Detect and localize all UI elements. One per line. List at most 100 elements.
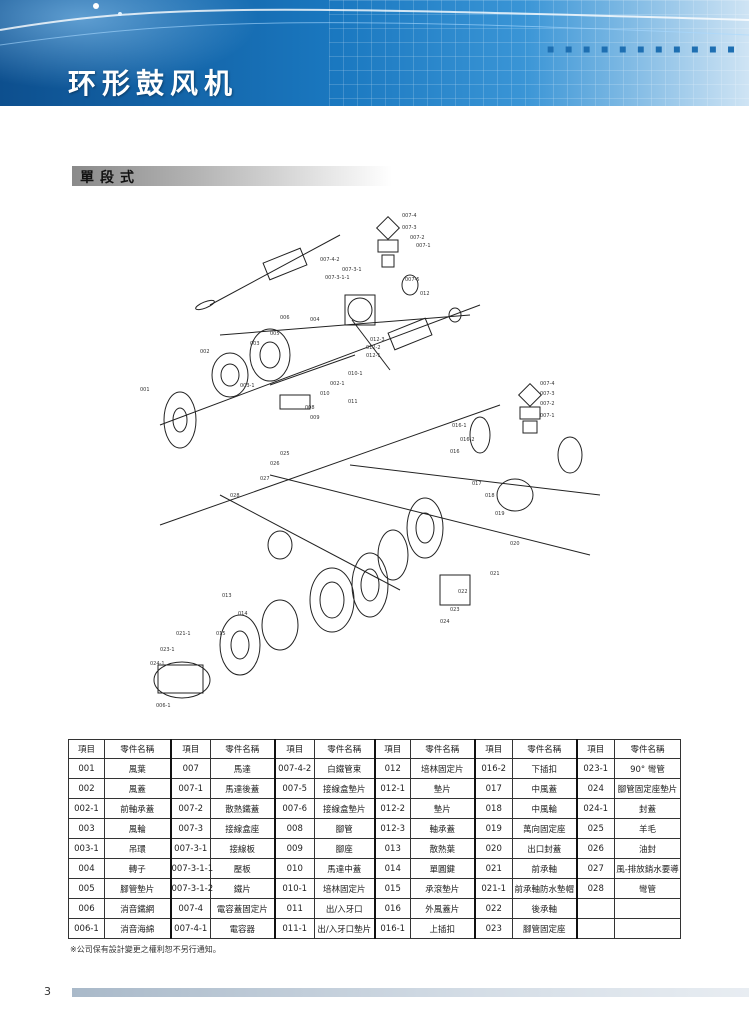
part-number-cell: 007-6 <box>273 798 315 819</box>
part-number-cell: 007-4 <box>169 898 211 919</box>
part-name-cell: 後承軸 <box>512 898 577 919</box>
lower-part-callout: 016-2 <box>460 437 475 443</box>
header-banner: ■ ■ ■ ■ ■ ■ ■ ■ ■ ■ ■ 环形鼓风机 <box>0 0 749 106</box>
part-name-cell: 散熱葉 <box>410 838 475 859</box>
upper-part-callout: 012-1 <box>366 353 381 359</box>
upper-part-callout: 002 <box>200 349 210 355</box>
lower-part-callout: 016 <box>450 449 460 455</box>
part-name-cell: 封蓋 <box>614 798 681 819</box>
part-name-cell: 腳管 <box>314 818 375 839</box>
part-name-cell: 馬達中蓋 <box>314 858 375 879</box>
part-number-cell: 015 <box>373 878 411 899</box>
part-number-cell: 024-1 <box>575 798 615 819</box>
lower-part-callout: 020 <box>510 541 520 547</box>
upper-part-callout: 007-3-1 <box>342 267 362 273</box>
part-number-cell: 021 <box>473 858 513 879</box>
part-name-cell <box>614 918 681 939</box>
upper-part-callout: 012-2 <box>366 345 381 351</box>
table-header-cell: 項目 <box>373 739 411 759</box>
part-number-cell <box>575 918 615 939</box>
part-name-cell: 接線盒座 <box>210 818 275 839</box>
lower-part-callout: 025 <box>280 451 290 457</box>
part-number-cell: 003 <box>68 818 105 839</box>
part-number-cell: 007-1 <box>169 778 211 799</box>
part-name-cell: 接線盒墊片 <box>314 798 375 819</box>
part-number-cell: 025 <box>575 818 615 839</box>
lower-part-callout: 013 <box>222 593 232 599</box>
part-number-cell: 020 <box>473 838 513 859</box>
upper-part-callout: 001 <box>140 387 150 393</box>
part-name-cell: 下插扣 <box>512 758 577 779</box>
lower-part-callout: 024 <box>440 619 450 625</box>
part-number-cell: 008 <box>273 818 315 839</box>
part-name-cell: 散熱鐵蓋 <box>210 798 275 819</box>
part-number-cell: 007-2 <box>169 798 211 819</box>
part-name-cell: 腳管固定座 <box>512 918 577 939</box>
part-name-cell: 消音鐵網 <box>104 898 171 919</box>
lower-part-callout: 022 <box>458 589 468 595</box>
page-title: 环形鼓风机 <box>68 67 239 100</box>
part-number-cell: 003-1 <box>68 838 105 859</box>
lower-part-callout: 018 <box>485 493 495 499</box>
disclaimer-note: ※公司保有設計變更之權利恕不另行通知。 <box>70 945 221 954</box>
part-number-cell: 014 <box>373 858 411 879</box>
part-number-cell: 011 <box>273 898 315 919</box>
part-name-cell: 中風輪 <box>512 798 577 819</box>
part-number-cell: 022 <box>473 898 513 919</box>
lower-part-callout: 015 <box>216 631 226 637</box>
lower-part-callout: 027 <box>260 476 270 482</box>
table-header-row: 項目零件名稱項目零件名稱項目零件名稱項目零件名稱項目零件名稱項目零件名稱 <box>68 739 681 759</box>
upper-part-callout: 011 <box>348 399 358 405</box>
part-number-cell: 019 <box>473 818 513 839</box>
lower-part-callout: 017 <box>472 481 482 487</box>
part-name-cell: 上插扣 <box>410 918 475 939</box>
part-number-cell: 016-1 <box>373 918 411 939</box>
table-header-cell: 項目 <box>473 739 513 759</box>
upper-part-callout: 003 <box>250 341 260 347</box>
part-name-cell: 風蓋 <box>104 778 171 799</box>
part-number-cell: 007-3 <box>169 818 211 839</box>
part-number-cell: 027 <box>575 858 615 879</box>
table-header-cell: 項目 <box>273 739 315 759</box>
part-number-cell: 021-1 <box>473 878 513 899</box>
table-header-cell: 零件名稱 <box>512 739 577 759</box>
part-number-cell: 016-2 <box>473 758 513 779</box>
upper-part-callout: 007-4-2 <box>320 257 340 263</box>
lower-part-callout: 026 <box>270 461 280 467</box>
part-name-cell: 前軸承蓋 <box>104 798 171 819</box>
part-name-cell: 接線盒墊片 <box>314 778 375 799</box>
lower-part-callout: 016-1 <box>452 423 467 429</box>
table-header-cell: 項目 <box>169 739 211 759</box>
part-number-cell: 011-1 <box>273 918 315 939</box>
part-number-cell: 007-4-2 <box>273 758 315 779</box>
part-number-cell: 010 <box>273 858 315 879</box>
part-name-cell: 墊片 <box>410 778 475 799</box>
lower-part-callout: 019 <box>495 511 505 517</box>
part-name-cell: 風葉 <box>104 758 171 779</box>
part-name-cell: 壓板 <box>210 858 275 879</box>
part-number-cell: 012-1 <box>373 778 411 799</box>
upper-part-callout: 008 <box>305 405 315 411</box>
table-header-cell: 零件名稱 <box>210 739 275 759</box>
lower-part-callout: 007-3 <box>540 391 555 397</box>
part-number-cell: 005 <box>68 878 105 899</box>
upper-part-callout: 007-1 <box>416 243 431 249</box>
part-name-cell: 彎管 <box>614 878 681 899</box>
upper-part-callout: 007-5 <box>405 277 420 283</box>
part-name-cell: 出口封蓋 <box>512 838 577 859</box>
part-number-cell: 002-1 <box>68 798 105 819</box>
lower-part-callout: 023 <box>450 607 460 613</box>
table-header-cell: 零件名稱 <box>614 739 681 759</box>
part-number-cell: 002 <box>68 778 105 799</box>
table-header-cell: 零件名稱 <box>104 739 171 759</box>
upper-part-callout: 012 <box>420 291 430 297</box>
lower-part-callout: 007-1 <box>540 413 555 419</box>
part-name-cell: 鐵片 <box>210 878 275 899</box>
part-name-cell: 單圓鍵 <box>410 858 475 879</box>
